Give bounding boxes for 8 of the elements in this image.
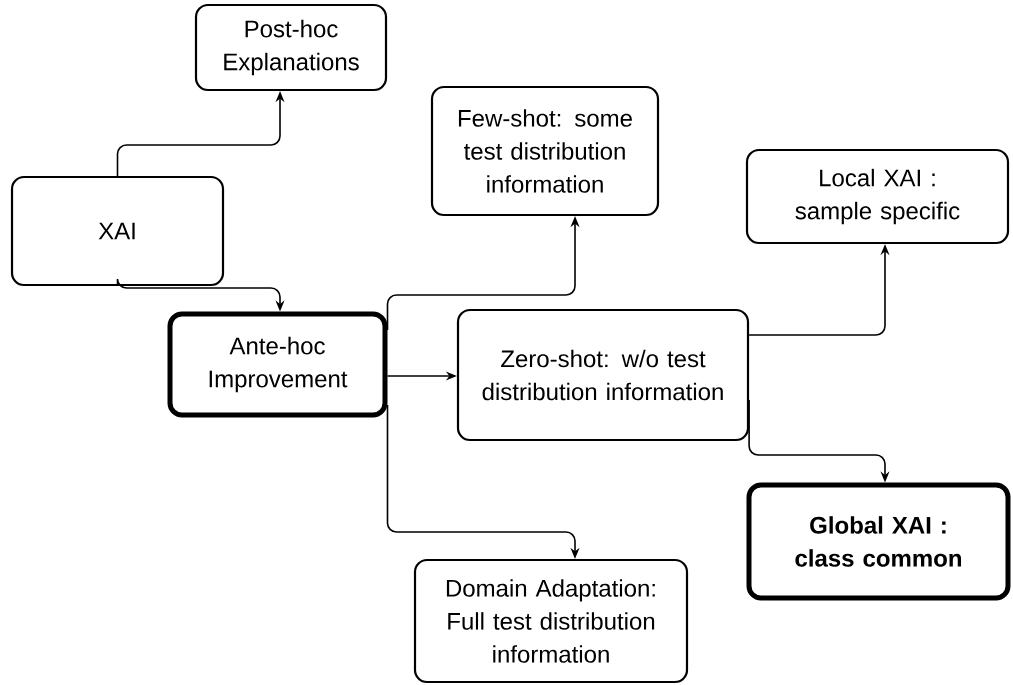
text-box: Few-shot: some test distribution information (430, 85, 660, 217)
text-box: XAI (10, 175, 225, 287)
text-box: Domain Adaptation: Full test distribution information (413, 558, 689, 684)
text-box: Ante-hoc Improvement (167, 311, 388, 418)
text-box: Post-hoc Explanations (194, 3, 388, 92)
text-box: Global XAI : class common (746, 482, 1011, 601)
text-box: Zero-shot: w/o test distribution information (456, 308, 750, 442)
text-box: Local XAI : sample specific (745, 148, 1010, 245)
